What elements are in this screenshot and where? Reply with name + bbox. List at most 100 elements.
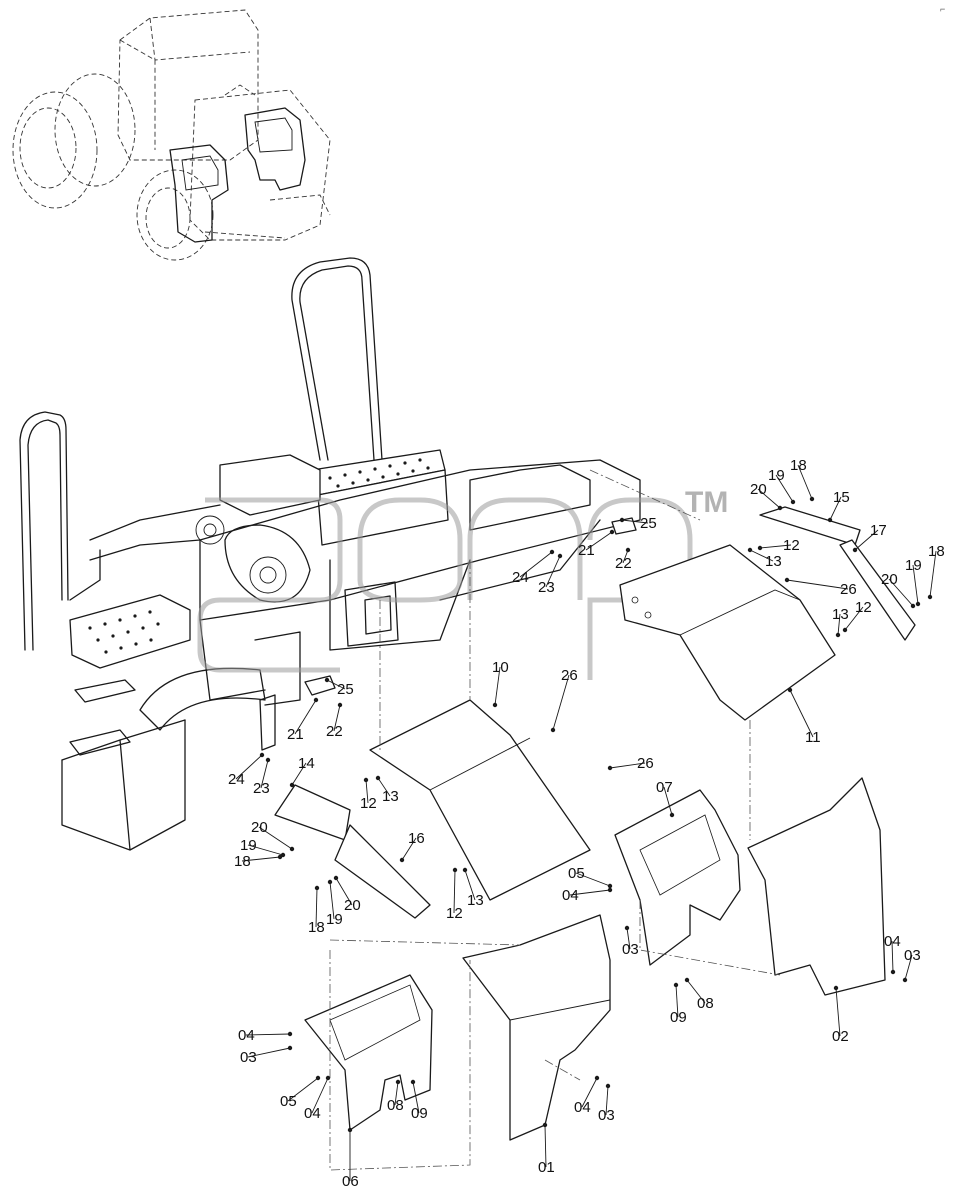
callout-c03d: 03 (598, 1083, 615, 1124)
callout-c23a: 23 (538, 553, 563, 596)
callout-leader (609, 762, 646, 769)
callout-number: 12 (855, 599, 872, 616)
callout-c13d: 13 (462, 867, 484, 909)
callout-leader (569, 889, 611, 896)
callout-number: 02 (832, 1028, 849, 1045)
callout-c14: 14 (289, 755, 315, 788)
fastener-marker (669, 812, 675, 818)
callout-leader (888, 578, 914, 607)
callout-c04e: 04 (574, 1075, 600, 1116)
callout-leader (311, 1077, 329, 1114)
callout-c18c: 18 (234, 853, 283, 870)
callout-c24a: 24 (512, 549, 555, 586)
callout-c09b: 09 (410, 1079, 428, 1122)
callout-c15: 15 (827, 489, 850, 523)
fastener-marker (337, 702, 343, 708)
part-10 (369, 699, 591, 901)
callout-number: 19 (240, 837, 257, 854)
callout-c09a: 09 (670, 982, 687, 1026)
callout-number: 03 (904, 947, 921, 964)
callout-leader (663, 786, 673, 816)
callout-number: 04 (304, 1105, 321, 1122)
callout-c18d: 18 (308, 885, 325, 936)
callout-number: 18 (928, 543, 945, 560)
callout-leader (245, 1033, 291, 1036)
callout-leader (797, 464, 813, 500)
callout-c03c: 03 (240, 1045, 293, 1066)
callout-leader (621, 519, 649, 524)
callout-leader (333, 704, 341, 732)
fastener-marker (550, 727, 556, 733)
callout-c04b: 04 (884, 933, 901, 975)
callout-number: 05 (280, 1093, 297, 1110)
callout-number: 24 (512, 569, 529, 586)
fastener-marker (607, 883, 613, 889)
callout-leader (622, 549, 629, 564)
fastener-marker (265, 757, 271, 763)
callout-c12c: 12 (360, 777, 377, 812)
callout-leader (854, 529, 879, 551)
fastener-marker (287, 1045, 293, 1051)
callout-number: 03 (598, 1107, 615, 1124)
callout-leader (789, 689, 814, 738)
callout-leader (829, 496, 842, 521)
callout-leader (464, 869, 476, 901)
callout-leader (686, 979, 706, 1004)
callout-c20c: 20 (251, 819, 295, 852)
part-17 (839, 539, 916, 641)
callout-number: 10 (492, 659, 509, 676)
callout-leader (775, 474, 794, 503)
part-16 (334, 824, 431, 919)
callout-c01: 01 (538, 1122, 555, 1176)
callout-number: 14 (298, 755, 315, 772)
fastener-marker (313, 697, 319, 703)
fastener-marker (784, 577, 790, 583)
callout-number: 18 (790, 457, 807, 474)
fastener-marker (927, 594, 933, 600)
callout-number: 03 (622, 941, 639, 958)
part-11 (619, 544, 836, 721)
callout-leader (494, 666, 501, 706)
callout-c26c: 26 (607, 755, 654, 772)
tractor-frame-assembly (19, 257, 641, 851)
fastener-marker (277, 854, 283, 860)
callout-c12d: 12 (446, 867, 463, 922)
callout-leader (605, 1085, 609, 1116)
callout-number: 18 (308, 919, 325, 936)
callout-number: 07 (656, 779, 673, 796)
callout-leader (258, 826, 293, 850)
callout-c20d: 20 (333, 875, 361, 914)
fastener-marker (835, 632, 841, 638)
callout-leader (260, 759, 269, 789)
callout-leader (786, 579, 849, 590)
callout-number: 13 (382, 788, 399, 805)
fastener-marker (315, 1075, 321, 1081)
fastener-marker (747, 547, 753, 553)
fastener-marker (757, 545, 763, 551)
callout-number: 21 (578, 542, 595, 559)
fastener-marker (910, 603, 916, 609)
callout-c10: 10 (492, 659, 509, 708)
callout-leader (377, 777, 391, 797)
callout-number: 20 (750, 481, 767, 498)
callout-number: 23 (538, 579, 555, 596)
callout-number: 20 (881, 571, 898, 588)
fastener-marker (452, 867, 458, 873)
callout-number: 08 (387, 1097, 404, 1114)
callout-leader (294, 699, 317, 735)
watermark: TM (197, 486, 728, 680)
callout-c18a: 18 (790, 457, 815, 502)
fastener-marker (605, 1083, 611, 1089)
fastener-marker (624, 925, 630, 931)
callout-number: 04 (574, 1099, 591, 1116)
callout-leader (287, 1077, 319, 1102)
fastener-marker (327, 879, 333, 885)
callout-c16: 16 (399, 830, 425, 863)
callout-c25b: 25 (324, 677, 354, 698)
callout-number: 19 (768, 467, 785, 484)
callout-leader (247, 1047, 291, 1058)
callout-c21b: 21 (287, 697, 319, 743)
callout-leader (241, 856, 281, 862)
callout-c06: 06 (342, 1127, 359, 1190)
